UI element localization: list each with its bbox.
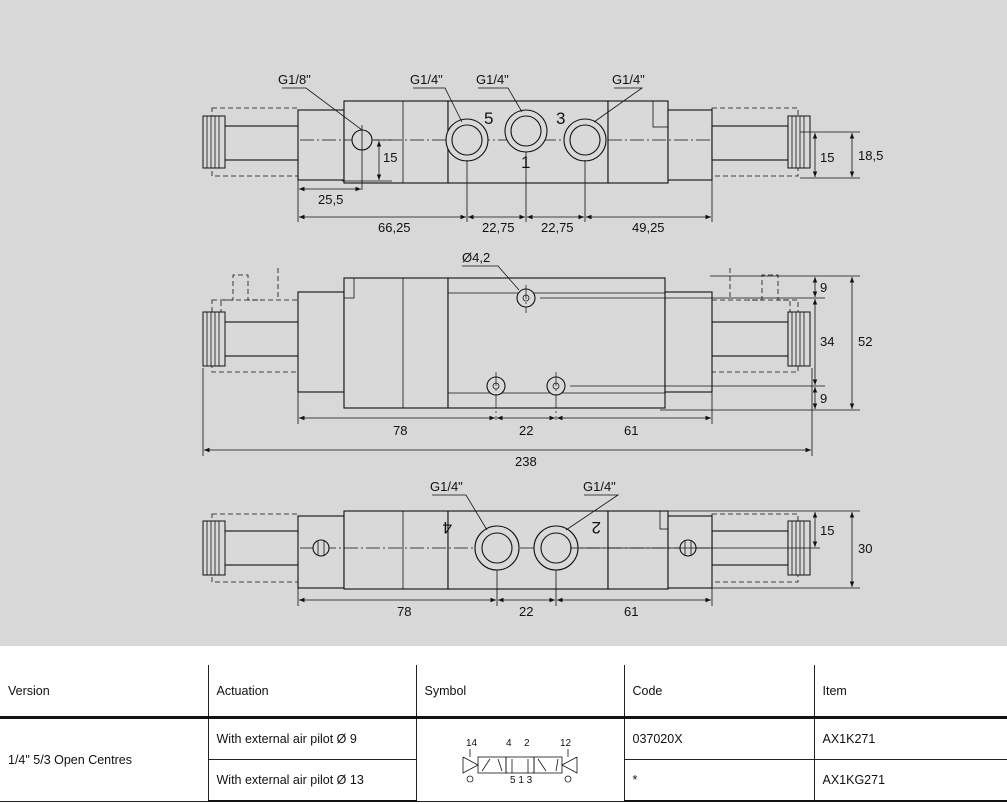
dim-15: 15 <box>383 150 397 165</box>
dim-22-75-a: 22,75 <box>482 220 515 235</box>
top-view: G1/8" G1/4" G1/4" G1/4" 5 1 3 15 25,5 66… <box>202 72 883 235</box>
port-number-2: 2 <box>592 518 601 537</box>
header-version: Version <box>0 665 209 719</box>
symbol-label-513: 5 1 3 <box>510 775 533 785</box>
symbol-label-12: 12 <box>560 738 572 749</box>
symbol-label-4: 4 <box>506 738 512 749</box>
label-g18: G1/8" <box>278 72 311 87</box>
dim-9-bottom: 9 <box>820 391 827 406</box>
dim-61-bottom: 61 <box>624 604 638 619</box>
dim-49-25: 49,25 <box>632 220 665 235</box>
label-hole-diameter: Ø4,2 <box>462 250 490 265</box>
dim-78: 78 <box>393 423 407 438</box>
table-row: 1/4" 5/3 Open Centres With external air … <box>0 717 1007 802</box>
symbol-label-14: 14 <box>466 738 478 749</box>
code-cell: 037020X <box>624 717 815 760</box>
header-item: Item <box>814 665 1007 719</box>
dim-30: 30 <box>858 541 872 556</box>
actuation-cell: With external air pilot Ø 13 <box>208 759 417 802</box>
dim-61: 61 <box>624 423 638 438</box>
port-number-1: 1 <box>521 153 530 172</box>
valve-symbol-icon: 14 4 2 12 5 1 3 <box>462 738 578 785</box>
dim-52: 52 <box>858 334 872 349</box>
symbol-label-2: 2 <box>524 738 530 749</box>
dim-18-5: 18,5 <box>858 148 883 163</box>
dim-66-25: 66,25 <box>378 220 411 235</box>
dim-78-bottom: 78 <box>397 604 411 619</box>
pneumatic-symbol-cell: 14 4 2 12 5 1 3 <box>416 717 625 802</box>
dim-22-75-b: 22,75 <box>541 220 574 235</box>
label-g14-port1: G1/4" <box>476 72 509 87</box>
dim-34: 34 <box>820 334 834 349</box>
dim-22: 22 <box>519 423 533 438</box>
dim-25-5: 25,5 <box>318 192 343 207</box>
code-cell: * <box>624 759 815 802</box>
header-code: Code <box>624 665 815 719</box>
port-number-5: 5 <box>484 109 493 128</box>
right-end-cap <box>667 109 713 181</box>
header-actuation: Actuation <box>208 665 417 719</box>
right-knurled-cap <box>787 115 811 169</box>
actuation-cell: With external air pilot Ø 9 <box>208 717 417 760</box>
dim-15-bottom: 15 <box>820 523 834 538</box>
dim-9-top: 9 <box>820 280 827 295</box>
item-cell: AX1KG271 <box>814 759 1007 802</box>
item-cell: AX1K271 <box>814 717 1007 760</box>
dim-22-bottom: 22 <box>519 604 533 619</box>
dim-238: 238 <box>515 454 537 469</box>
version-cell: 1/4" 5/3 Open Centres <box>0 717 209 802</box>
label-g14-port2: G1/4" <box>583 479 616 494</box>
port-number-4: 4 <box>443 518 452 537</box>
header-symbol: Symbol <box>416 665 625 719</box>
label-g14-port3: G1/4" <box>612 72 645 87</box>
dim-15-right: 15 <box>820 150 834 165</box>
bottom-view: 4 2 G1/4" G1/4" 15 30 78 22 61 <box>202 479 872 619</box>
left-knurled-cap <box>202 115 226 169</box>
label-g14-port4: G1/4" <box>430 479 463 494</box>
spec-table: Version Actuation Symbol Code Item 1/4" … <box>0 665 1007 802</box>
table-header-row: Version Actuation Symbol Code Item <box>0 665 1007 719</box>
label-g14-port5: G1/4" <box>410 72 443 87</box>
right-solenoid-block <box>607 100 669 184</box>
left-screw-icon <box>312 539 330 557</box>
table-row: With external air pilot Ø 13 * AX1KG271 <box>0 759 1007 802</box>
valve-dimension-drawing: G1/8" G1/4" G1/4" G1/4" 5 1 3 15 25,5 66… <box>202 72 883 619</box>
left-end-cap <box>297 109 345 181</box>
technical-drawing: G1/8" G1/4" G1/4" G1/4" 5 1 3 15 25,5 66… <box>0 0 1007 646</box>
port-number-3: 3 <box>556 109 565 128</box>
right-pilot-cylinder <box>711 125 789 161</box>
left-pilot-cylinder <box>223 125 300 161</box>
middle-view: Ø4,2 9 34 52 9 78 22 61 238 <box>202 250 872 469</box>
